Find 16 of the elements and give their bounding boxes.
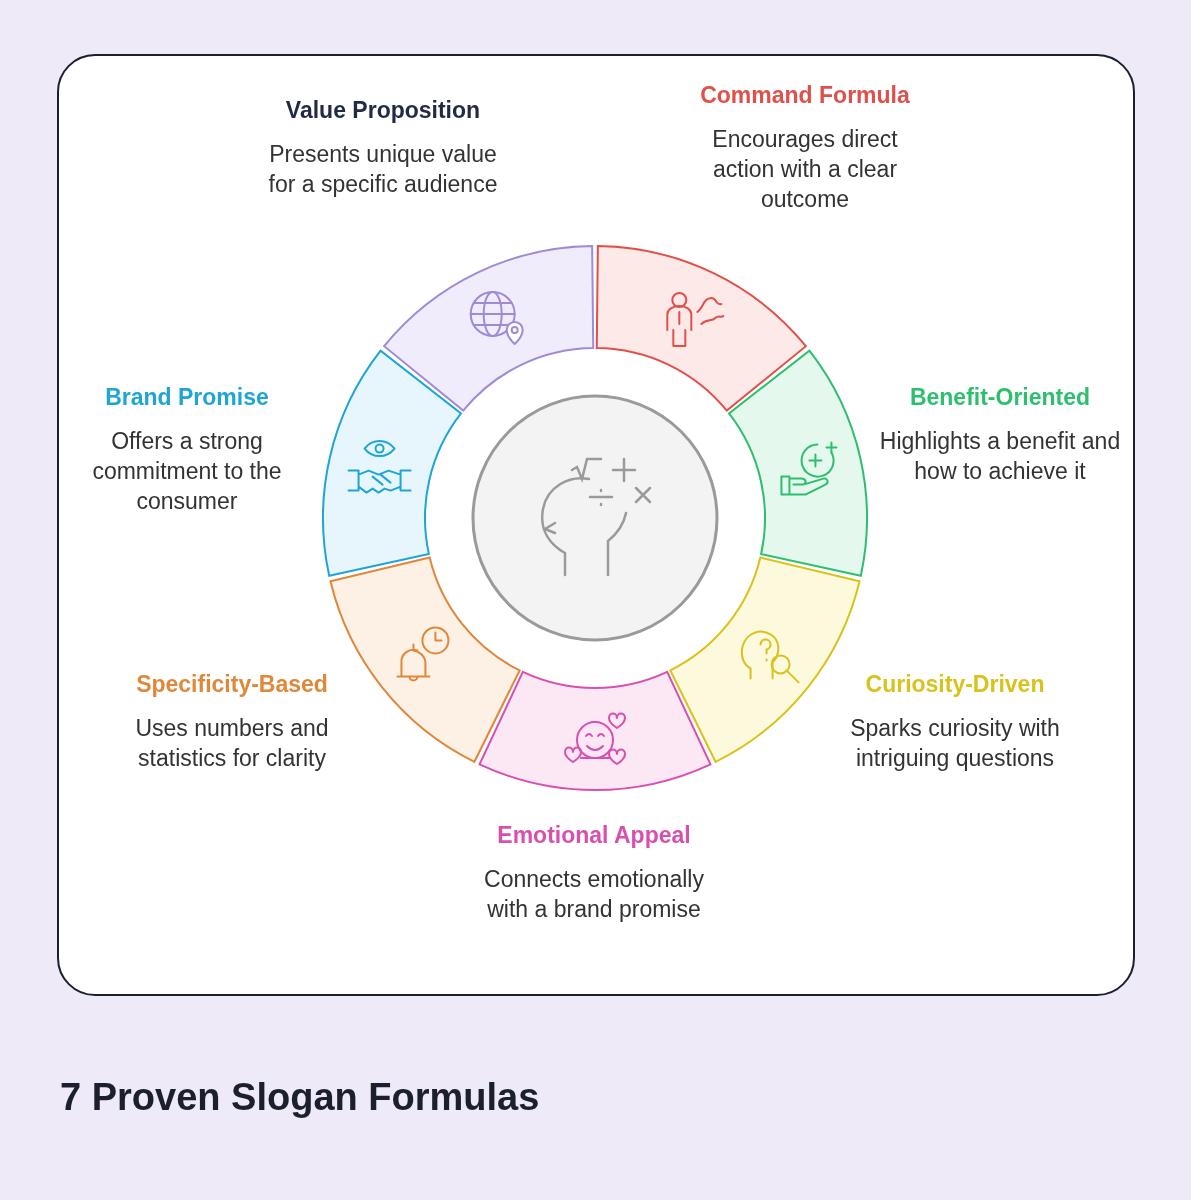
formula-heading: Value Proposition — [284, 96, 482, 125]
formula-description: Connects emotionally with a brand promise — [483, 865, 705, 924]
formula-description: Encourages direct action with a clear outcome — [711, 125, 899, 214]
formula-description: Uses numbers and statistics for clarity — [134, 714, 330, 773]
formula-heading: Command Formula — [699, 81, 911, 110]
title: 7 Proven Slogan Formulas — [60, 1076, 540, 1119]
formula-description: Presents unique value for a specific audience — [267, 140, 499, 199]
formula-heading: Specificity-Based — [135, 670, 329, 699]
formula-description: Offers a strong commitment to the consumer — [91, 427, 283, 516]
formula-heading: Curiosity-Driven — [864, 670, 1046, 699]
center-circle — [471, 394, 719, 642]
formula-heading: Emotional Appeal — [496, 821, 692, 850]
formula-description: Sparks curiosity with intriguing questions — [849, 714, 1061, 773]
formula-heading: Brand Promise — [104, 383, 270, 412]
formula-heading: Benefit-Oriented — [908, 383, 1092, 412]
formula-description: Highlights a benefit and how to achieve it — [878, 427, 1122, 486]
